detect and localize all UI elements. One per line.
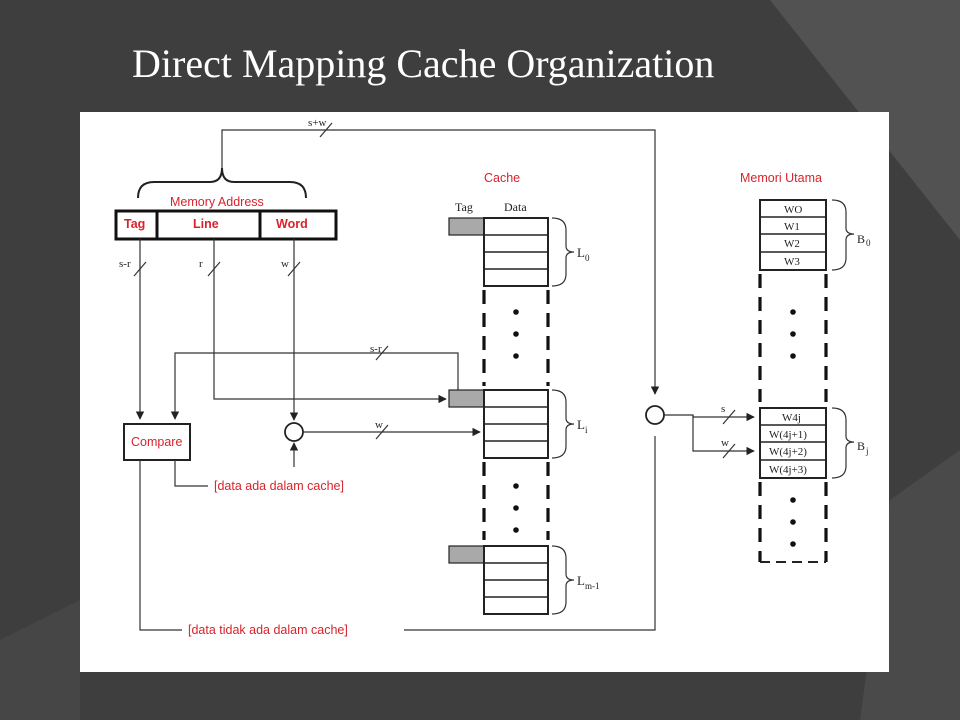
main-memory-label: Memori Utama	[740, 171, 822, 185]
path-miss	[139, 460, 182, 631]
memory-address-label: Memory Address	[170, 195, 264, 209]
ellipsis-dot	[513, 331, 519, 337]
ellipsis-dot	[513, 483, 519, 489]
ellipsis-dot	[790, 519, 796, 525]
ellipsis-dot	[513, 505, 519, 511]
slide-title: Direct Mapping Cache Organization	[132, 41, 715, 86]
cache-word-selector	[284, 422, 304, 442]
cache-line-label-m-1: L	[577, 573, 585, 588]
block-sub-j: j	[865, 446, 869, 456]
ellipsis-dot	[790, 331, 796, 337]
memory-word: W1	[784, 221, 800, 233]
bus-label-r: r	[199, 258, 203, 270]
address-field-line: Line	[193, 217, 219, 231]
bus-label-w-right: w	[721, 437, 729, 449]
cache-line-sub-0: 0	[585, 253, 590, 263]
compare-label: Compare	[131, 435, 182, 449]
cache-label: Cache	[484, 171, 520, 185]
memory-address-register: Tag Line Word	[114, 209, 338, 241]
cache-organization-diagram: Memory Address Tag Line Word s+w s-r r w…	[114, 117, 871, 637]
cache-col-tag: Tag	[455, 200, 473, 214]
bus-label-s-plus-w: s+w	[308, 117, 326, 129]
ellipsis-dot	[513, 527, 519, 533]
cache-line-label-i: L	[577, 417, 585, 432]
cache-col-data: Data	[504, 200, 527, 214]
memory-block-j: W4j W(4j+1) W(4j+2) W(4j+3) B j	[759, 407, 869, 479]
miss-label: [data tidak ada dalam cache]	[188, 623, 348, 637]
diagram-panel: Memory Address Tag Line Word s+w s-r r w…	[80, 112, 889, 672]
cache-line-sub-i: i	[585, 425, 588, 435]
address-field-word: Word	[276, 217, 308, 231]
ellipsis-dot	[790, 497, 796, 503]
bus-s-plus-w	[221, 129, 660, 395]
compare-box: Compare	[123, 423, 191, 461]
path-hit	[174, 460, 208, 487]
memory-word: W4j	[782, 412, 801, 424]
cache-line-group-0: L 0	[448, 217, 590, 287]
memory-word: W(4j+1)	[769, 429, 807, 441]
ellipsis-dot	[790, 353, 796, 359]
bus-label-s-minus-r-mid: s-r	[370, 343, 382, 355]
cache-line-sub-m-1: m-1	[585, 581, 600, 591]
ellipsis-dot	[513, 353, 519, 359]
memory-word: W(4j+2)	[769, 446, 807, 458]
cache-line-group-m-1: L m-1	[448, 545, 600, 615]
memory-word: WO	[784, 204, 802, 216]
bus-line-to-cache	[213, 239, 447, 404]
block-label-0: B	[857, 232, 865, 246]
memory-word: W3	[784, 256, 800, 268]
memory-word: W2	[784, 238, 800, 250]
address-brace	[137, 167, 307, 199]
block-sub-0: 0	[866, 238, 871, 248]
memory-word: W(4j+3)	[769, 464, 807, 476]
ellipsis-dot	[513, 309, 519, 315]
main-memory-selector	[645, 405, 665, 425]
address-field-tag: Tag	[124, 217, 145, 231]
bus-label-w-top: w	[281, 258, 289, 270]
ellipsis-dot	[790, 309, 796, 315]
bus-cache-tag-to-compare	[170, 352, 459, 420]
hit-label: [data ada dalam cache]	[214, 479, 344, 493]
bus-label-w-mid: w	[375, 419, 383, 431]
cache-line-group-i: L i	[448, 389, 588, 459]
bus-label-s-right: s	[721, 403, 725, 415]
block-label-j: B	[857, 439, 865, 453]
memory-block-0: WO W1 W2 W3 B 0	[759, 199, 871, 271]
bus-label-s-minus-r-left: s-r	[119, 258, 131, 270]
ellipsis-dot	[790, 541, 796, 547]
cache-line-label-0: L	[577, 245, 585, 260]
